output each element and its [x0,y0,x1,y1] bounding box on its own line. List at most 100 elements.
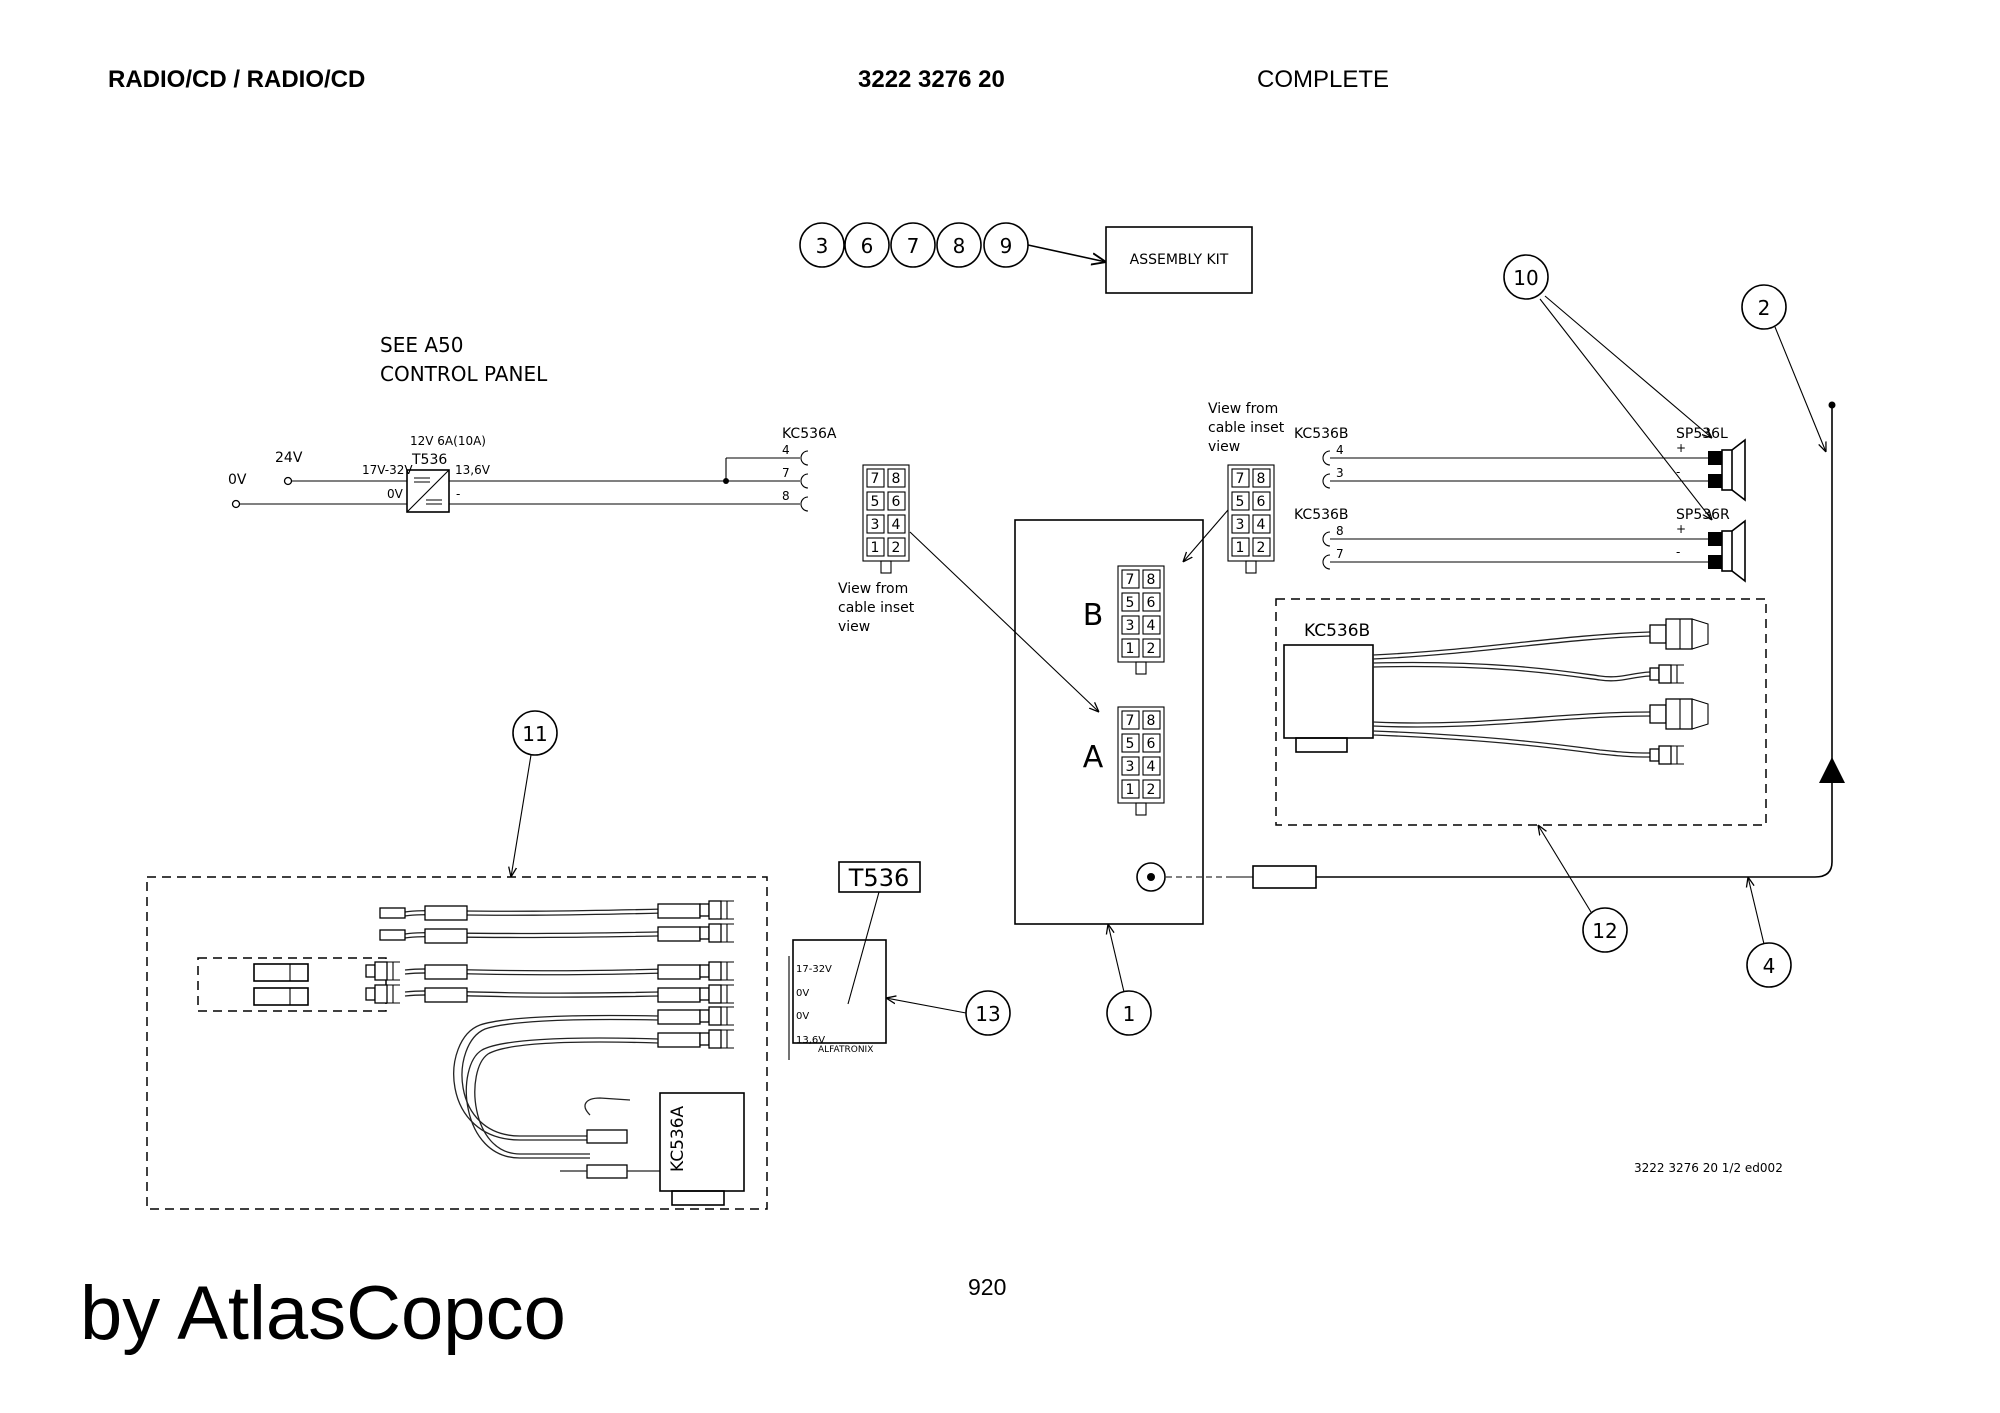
svg-text:2: 2 [1257,540,1266,556]
kc536a-label: KC536A [782,426,837,442]
converter-pin-4: 13,6V [796,1035,825,1046]
brand-footer: by AtlasCopco [80,1271,566,1356]
callout-4-label: 4 [1763,954,1776,978]
power-harness-kit: KC536A [146,876,768,1210]
pin-1: 1 [871,540,880,556]
kc536a-plug: KC536A 4 7 8 [782,426,837,512]
svg-text:1: 1 [1126,782,1135,798]
view-note-right-1: View from [1208,401,1278,417]
antenna-plug [1252,865,1317,889]
view-note-right-3: view [1208,439,1240,455]
svg-text:4: 4 [1147,618,1156,634]
svg-text:3: 3 [1126,759,1135,775]
kc536a-pin-4: 4 [782,443,790,457]
callout-7 [890,222,936,268]
kc536b-right-label: KC536B [1294,507,1349,523]
speaker-harness-kit: KC536B [1275,598,1767,826]
kc536b-pin-4: 4 [1336,443,1344,457]
converter-rating: 12V 6A(10A) [410,434,486,448]
callout-7-label: 7 [907,234,920,258]
callout-13-label: 13 [975,1002,1000,1026]
note-line-1: SEE A50 [380,333,463,357]
view-note-left-2: cable inset [838,600,915,616]
converter-tag: T536 [848,864,909,892]
socket-b-label: B [1083,598,1104,633]
kc536a-pin-8: 8 [782,489,790,503]
svg-text:1: 1 [1126,641,1135,657]
svg-text:7: 7 [1126,572,1135,588]
speaker-left-plus: + [1676,441,1686,455]
svg-text:8: 8 [1147,572,1156,588]
page-title: RADIO/CD / RADIO/CD [108,66,366,93]
kc536b-left-label: KC536B [1294,426,1349,442]
callout-6 [844,222,890,268]
note-line-2: CONTROL PANEL [380,362,548,386]
svg-text:6: 6 [1147,595,1156,611]
label-0v: 0V [228,472,247,488]
callout-1 [1106,990,1152,1036]
kc536b-pin-3: 3 [1336,466,1344,480]
page-number: 920 [968,1274,1007,1300]
converter-output-label: 13,6V [455,463,491,477]
speaker-right-plus: + [1676,522,1686,536]
svg-text:4: 4 [1257,517,1266,533]
pin-3: 3 [871,517,880,533]
svg-text:3: 3 [1126,618,1135,634]
kc536b-pin-8: 8 [1336,524,1344,538]
callout-12-label: 12 [1592,919,1617,943]
harness-a-label: KC536A [668,1105,688,1172]
converter-input-zero: 0V [387,487,404,501]
label-24v: 24V [275,450,303,466]
antenna-socket [1136,862,1166,892]
view-note-left-3: view [838,619,870,635]
converter-output-minus: - [456,487,460,501]
converter-name: T536 [411,452,447,468]
svg-text:7: 7 [1236,471,1245,487]
pin-4: 4 [892,517,901,533]
speaker-left-minus: - [1676,465,1680,479]
kc536a-pin-7: 7 [782,466,790,480]
pinout-plug-a: 7 8 5 6 3 4 1 2 [862,464,910,574]
pin-7: 7 [871,471,880,487]
view-note-left-1: View from [838,581,908,597]
speaker-right-minus: - [1676,545,1680,559]
pin-2: 2 [892,540,901,556]
speaker-right-label: SP536R [1676,507,1730,523]
drawing-reference: 3222 3276 20 1/2 ed002 [1634,1161,1783,1175]
assembly-kit-callouts: 3 6 7 8 9 [799,222,1106,268]
callout-10 [1503,254,1549,300]
callout-4 [1746,942,1792,988]
svg-text:8: 8 [1147,713,1156,729]
svg-text:8: 8 [1257,471,1266,487]
pin-6: 6 [892,494,901,510]
view-note-right-2: cable inset [1208,420,1285,436]
speaker-left-label: SP536L [1676,426,1728,442]
callout-11-label: 11 [522,722,547,746]
svg-text:5: 5 [1126,595,1135,611]
converter-pin-2: 0V [796,988,809,999]
callout-2 [1741,284,1787,330]
status-label: COMPLETE [1257,66,1390,93]
part-number: 3222 3276 20 [858,66,1005,93]
callout-6-label: 6 [861,234,874,258]
pin-8: 8 [892,471,901,487]
callout-2-label: 2 [1758,296,1771,320]
speaker-wiring: KC536B 4 3 KC536B 8 7 SP536L + - SP536R … [1294,426,1746,583]
callout-8 [936,222,982,268]
pinout-plug-b: 7 8 5 6 3 4 1 2 [1227,464,1275,574]
converter-input-label: 17V-32V [362,463,413,477]
callout-11 [512,710,558,756]
socket-a-label: A [1083,740,1104,775]
callout-9-label: 9 [1000,234,1013,258]
converter-brand: ALFATRONIX [818,1045,873,1055]
converter-pin-3: 0V [796,1011,809,1022]
svg-text:6: 6 [1257,494,1266,510]
svg-text:5: 5 [1126,736,1135,752]
svg-text:2: 2 [1147,641,1156,657]
svg-text:1: 1 [1236,540,1245,556]
converter-pin-1: 17-32V [796,964,832,975]
antenna [1166,401,1845,889]
svg-text:3: 3 [1236,517,1245,533]
svg-text:5: 5 [1236,494,1245,510]
svg-text:4: 4 [1147,759,1156,775]
